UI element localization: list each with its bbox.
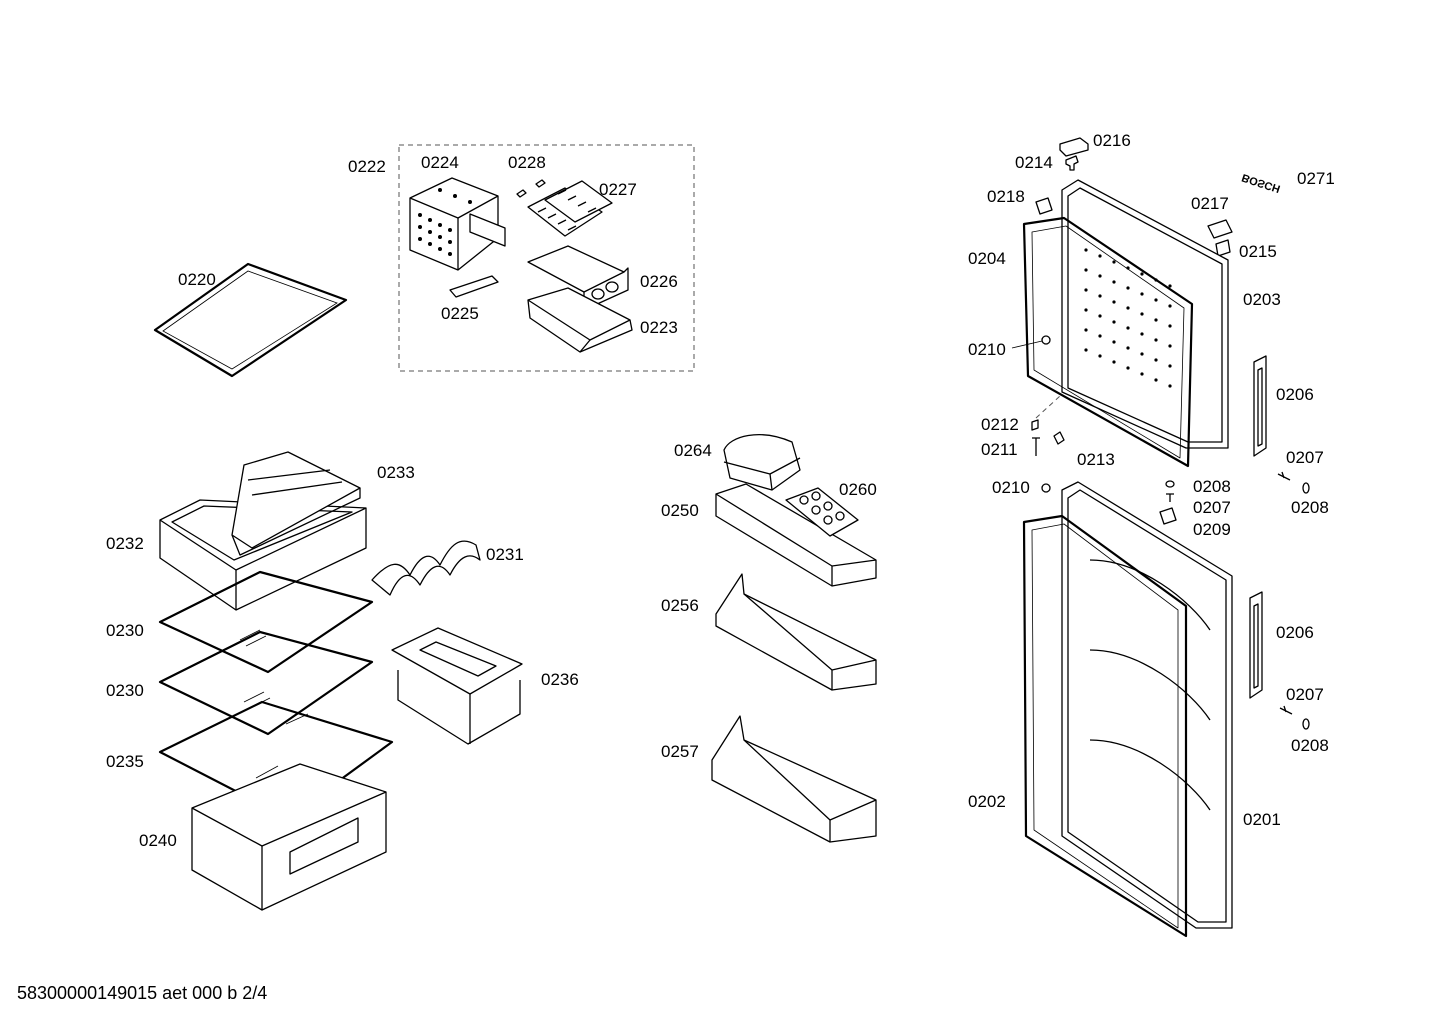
part-0226-tray-frame — [527, 245, 629, 311]
part-0208-washer-b — [1302, 718, 1310, 730]
part-0256-door-shelf — [715, 573, 877, 691]
part-0233-tray — [231, 451, 361, 556]
part-0264-container — [723, 434, 801, 491]
label-0227: 0227 — [599, 180, 637, 199]
label-0226: 0226 — [640, 272, 678, 291]
label-0202: 0202 — [968, 792, 1006, 811]
label-0216: 0216 — [1093, 131, 1131, 150]
label-0210-upper: 0210 — [968, 340, 1006, 359]
part-0230-shelf-upper — [158, 570, 374, 674]
part-0206-handle-upper — [1253, 355, 1267, 457]
part-0223-tray — [527, 287, 633, 353]
label-0209: 0209 — [1193, 520, 1231, 539]
part-0204-upper-gasket — [1022, 216, 1194, 468]
label-0257: 0257 — [661, 742, 699, 761]
part-0211-screw — [1032, 437, 1040, 456]
part-0230-shelf-lower — [158, 630, 374, 736]
part-0271-logo: BOSCH — [1240, 171, 1282, 195]
part-0207-screw-b — [1279, 705, 1293, 715]
label-0224: 0224 — [421, 153, 459, 172]
label-0208-lower-right: 0208 — [1291, 736, 1329, 755]
label-0220: 0220 — [178, 270, 216, 289]
part-0240-crisper — [191, 763, 387, 911]
label-0212: 0212 — [981, 415, 1019, 434]
part-0215-hinge — [1215, 239, 1231, 257]
part-0231-bottle-rack — [371, 540, 481, 596]
part-0236-box — [391, 627, 523, 745]
part-0207-screw-c — [1166, 493, 1174, 502]
part-0224-ice-holder — [409, 177, 506, 271]
part-0212-pin — [1031, 419, 1039, 431]
part-0217-cap — [1207, 219, 1233, 239]
part-0209-block — [1159, 507, 1177, 525]
label-0235: 0235 — [106, 752, 144, 771]
label-0214: 0214 — [1015, 153, 1053, 172]
label-0217: 0217 — [1191, 194, 1229, 213]
label-0208-upper-right: 0208 — [1291, 498, 1329, 517]
part-0227-ice-trays — [527, 180, 613, 237]
label-0210-lower: 0210 — [992, 478, 1030, 497]
label-0230-upper: 0230 — [106, 621, 144, 640]
part-0218-pad — [1035, 197, 1053, 215]
label-0218: 0218 — [987, 187, 1025, 206]
part-0206-handle-lower — [1249, 591, 1263, 699]
part-0202-lower-gasket — [1022, 514, 1188, 938]
part-0210-bushing-upper — [1041, 335, 1051, 345]
label-0213: 0213 — [1077, 450, 1115, 469]
label-0256: 0256 — [661, 596, 699, 615]
part-0201-lower-door — [1061, 481, 1233, 929]
label-0271: 0271 — [1297, 169, 1335, 188]
label-0230-lower: 0230 — [106, 681, 144, 700]
label-0232: 0232 — [106, 534, 144, 553]
part-0203-upper-door — [1061, 179, 1229, 449]
label-0203: 0203 — [1243, 290, 1281, 309]
label-0207-lower-right: 0207 — [1286, 685, 1324, 704]
label-0250: 0250 — [661, 501, 699, 520]
label-0225: 0225 — [441, 304, 479, 323]
label-0201: 0201 — [1243, 810, 1281, 829]
label-0240: 0240 — [139, 831, 177, 850]
label-0206-lower: 0206 — [1276, 623, 1314, 642]
leader-dashed — [1035, 395, 1061, 419]
part-0224-holes — [418, 188, 472, 256]
part-0260-egg-slots — [799, 491, 845, 525]
label-0211: 0211 — [981, 440, 1018, 459]
part-0220-shelf-frame — [153, 262, 348, 378]
label-0206-upper: 0206 — [1276, 385, 1314, 404]
label-0207-upper-right: 0207 — [1286, 448, 1324, 467]
label-0260: 0260 — [839, 480, 877, 499]
leader-0210-upper — [1011, 340, 1043, 349]
part-0208-washer-c — [1165, 480, 1175, 488]
part-0203-dot-grid — [1084, 248, 1172, 388]
part-0228-springs — [516, 179, 546, 198]
part-0213-stud — [1053, 431, 1065, 445]
part-0214-hinge — [1065, 155, 1079, 171]
label-0233: 0233 — [377, 463, 415, 482]
part-0216-cap — [1059, 137, 1089, 157]
part-0260-egg-tray — [785, 487, 859, 537]
label-0223: 0223 — [640, 318, 678, 337]
part-0208-washer-a — [1302, 482, 1310, 494]
label-0204: 0204 — [968, 249, 1006, 268]
label-0264: 0264 — [674, 441, 712, 460]
label-0207-middle: 0207 — [1193, 498, 1231, 517]
part-0225-strip — [449, 275, 499, 298]
part-0207-screw-a — [1277, 471, 1291, 481]
label-0236: 0236 — [541, 670, 579, 689]
label-0228: 0228 — [508, 153, 546, 172]
part-0257-door-shelf — [711, 715, 877, 843]
ice-maker-group-box — [398, 144, 695, 372]
label-0222: 0222 — [348, 157, 386, 176]
label-0215: 0215 — [1239, 242, 1277, 261]
label-0208-middle: 0208 — [1193, 477, 1231, 496]
drawing-reference-number: 58300000149015 aet 000 b 2/4 — [17, 983, 268, 1003]
part-0232-drawer — [159, 499, 367, 611]
part-0210-bushing-lower — [1041, 483, 1051, 493]
part-0250-door-shelf — [715, 483, 877, 587]
label-0231: 0231 — [486, 545, 524, 564]
